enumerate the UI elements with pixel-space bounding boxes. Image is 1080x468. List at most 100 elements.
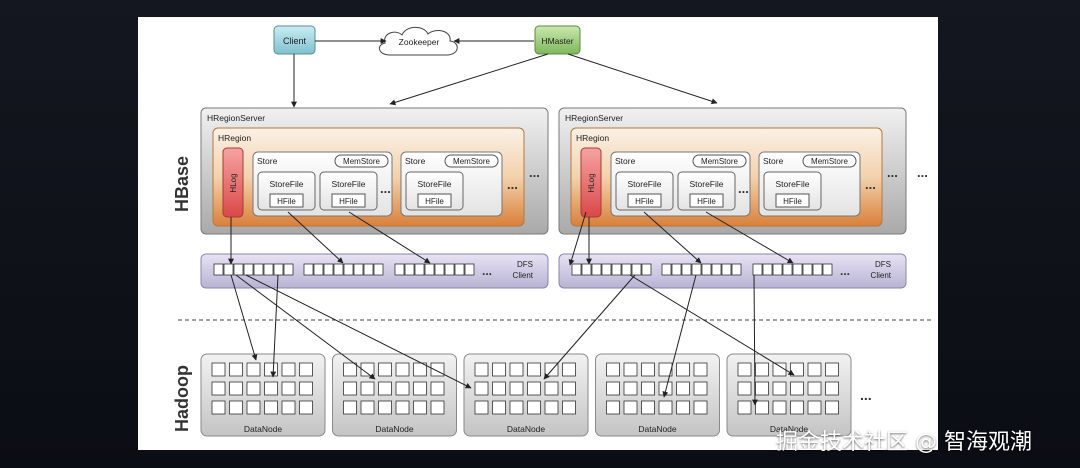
dfs-block-cell (671, 263, 682, 276)
datanode-block-cell (641, 362, 655, 377)
datanode-block-cell (211, 400, 226, 415)
datanode: DataNode (595, 353, 720, 437)
hregion-title: HRegion (576, 133, 609, 143)
dfs-block-cell (591, 263, 602, 276)
memstore-label: MemStore (701, 157, 738, 166)
dfs-block-cell (404, 263, 415, 276)
datanode-block-cell (606, 381, 620, 396)
dfs-block-cell (303, 263, 314, 276)
dfs-block-cell (273, 263, 284, 276)
hfile-label: HFile (425, 197, 444, 206)
dfs-block-cell (213, 263, 224, 276)
region-more-ellipsis: ... (529, 165, 540, 180)
datanode-block-cell (737, 400, 752, 415)
datanode-block-cell (509, 381, 524, 396)
hbase-architecture-diagram: HBase Hadoop Client Zookeeper HMaster (138, 17, 938, 450)
datanode-block-cell (395, 362, 410, 377)
datanode-block-cell (264, 381, 278, 396)
datanode-block-cell (641, 381, 655, 396)
datanode-block-cell (807, 362, 822, 377)
dfs-block-cell (394, 263, 405, 276)
datanode-block-cell (658, 362, 673, 377)
dfs-block-cell (434, 263, 445, 276)
hfile-box (689, 193, 724, 208)
datanode-block-cell (755, 381, 769, 396)
datanode-more-ellipsis: ... (860, 387, 872, 403)
dfs-block-cell (641, 263, 652, 276)
storefile-label: StoreFile (775, 179, 809, 189)
datanode-block-cell (378, 400, 392, 415)
dfs-block-cell (424, 263, 435, 276)
datanode-block-cell (755, 362, 769, 377)
datanode-block-cell (474, 362, 489, 377)
dfs-block-cell (313, 263, 324, 276)
datanode-block-cell (807, 400, 822, 415)
dfs-block-cell (323, 263, 334, 276)
datanode-block-cell (527, 381, 541, 396)
hfile-box (627, 193, 662, 208)
datanode: DataNode (726, 353, 852, 437)
datanode-block-cell (378, 381, 392, 396)
hlog-box (222, 147, 244, 218)
dfs-block-cell (363, 263, 374, 276)
replication-arrows (230, 274, 795, 406)
dfs-block-cell (661, 263, 672, 276)
datanode-label: DataNode (638, 424, 677, 434)
datanode-block-cell (658, 400, 673, 415)
dfs-more-ellipsis: ... (840, 264, 850, 278)
dfs-block-cell (464, 263, 475, 276)
dfs-block-cell (601, 263, 612, 276)
hregion-title: HRegion (218, 133, 251, 143)
memstore-pill (444, 154, 499, 168)
datanode-block-cell (772, 381, 787, 396)
datanode-block-cell (474, 381, 489, 396)
hfile-to-dfs-arrows (228, 211, 794, 266)
hmaster-label: HMaster (541, 36, 573, 46)
datanode-block-cell (527, 400, 541, 415)
hadoop-label: Hadoop (172, 365, 192, 432)
storefile-label: StoreFile (627, 179, 661, 189)
datanode-block-cell (509, 400, 524, 415)
region-server-title: HRegionServer (565, 113, 623, 123)
datanode-block-cell (360, 400, 375, 415)
datanode: DataNode (332, 353, 457, 437)
dfs-block-cell (223, 263, 234, 276)
datanode-block-cell (737, 381, 752, 396)
datanode-block-cell (378, 362, 392, 377)
dfs-block-cell (681, 263, 692, 276)
datanode-block-cell (246, 400, 261, 415)
dfs-more-ellipsis: ... (482, 264, 492, 278)
hlog-label: HLog (229, 173, 238, 192)
dfs-block-cell (253, 263, 264, 276)
datanode-block-cell (807, 381, 822, 396)
dfs-block-cell (333, 263, 344, 276)
datanode-label: DataNode (375, 424, 414, 434)
dfs-block-cell (802, 263, 813, 276)
storefile-label: StoreFile (331, 179, 365, 189)
datanode-label: DataNode (244, 424, 283, 434)
datanode-block-cell (790, 381, 804, 396)
datanode-block-cell (211, 362, 226, 377)
hfile-label: HFile (697, 197, 716, 206)
hlog-label: HLog (587, 173, 596, 192)
datanode-block-cell (562, 362, 576, 377)
dfs-client-label-line2: Client (871, 271, 892, 280)
datanode-block-cell (413, 381, 427, 396)
dfs-block-cell (711, 263, 722, 276)
datanode-block-cell (544, 400, 559, 415)
memstore-pill (334, 154, 389, 168)
datanode-block-cell (825, 381, 839, 396)
hfile-label: HFile (277, 197, 296, 206)
store-label: Store (763, 156, 784, 166)
store-label: Store (615, 156, 636, 166)
storefile-label: StoreFile (689, 179, 723, 189)
datanode-block-cell (474, 400, 489, 415)
datanode-block-cell (430, 400, 445, 415)
storefile-more-ellipsis: ... (380, 181, 391, 196)
datanode-block-cell (623, 362, 638, 377)
